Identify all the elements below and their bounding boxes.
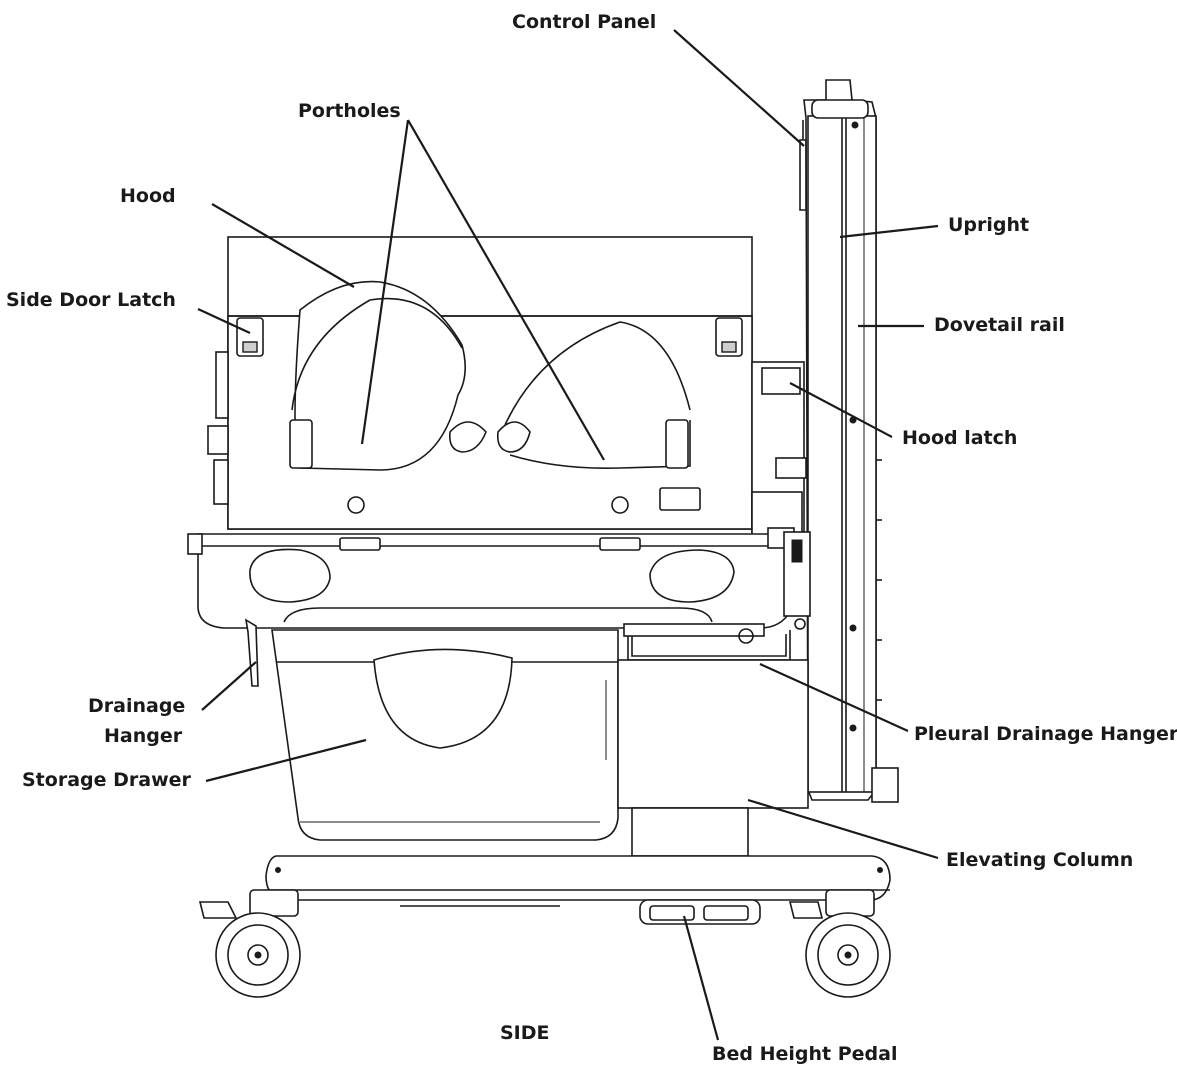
leader-pleural-drainage-hanger (759, 662, 909, 733)
control-panel (799, 120, 807, 211)
hood (207, 236, 753, 530)
label-pleural-drainage-hanger: Pleural Drainage Hanger (914, 723, 1177, 745)
pleural-drainage-hanger (623, 618, 806, 661)
leader-drainage-hanger (201, 661, 257, 711)
leader-lines (197, 29, 939, 1041)
leader-elevating-column (747, 798, 939, 860)
label-storage-drawer: Storage Drawer (22, 769, 191, 791)
storage-drawer (271, 629, 619, 841)
upright (803, 79, 877, 801)
drainage-hanger (244, 618, 259, 687)
label-hood: Hood (120, 185, 176, 207)
leader-porthole-right (407, 119, 605, 461)
label-side-view: SIDE (500, 1022, 550, 1044)
elevating-column (617, 659, 809, 857)
leader-hood-latch (789, 382, 893, 438)
label-elevating-column: Elevating Column (946, 849, 1134, 871)
label-control-panel: Control Panel (512, 11, 657, 33)
hood-latch (751, 361, 807, 549)
dovetail-rail (871, 459, 899, 803)
label-portholes: Portholes (298, 100, 401, 122)
right-caster (788, 889, 891, 998)
left-caster (198, 889, 301, 998)
leader-bed-height-pedal (682, 915, 720, 1041)
label-drainage-hanger-line2: Hanger (104, 725, 183, 747)
label-bed-height-pedal: Bed Height Pedal (712, 1043, 898, 1065)
leader-upright (839, 224, 939, 239)
label-upright: Upright (948, 214, 1030, 236)
label-drainage-hanger-line1: Drainage (88, 695, 186, 717)
label-dovetail-rail: Dovetail rail (934, 314, 1065, 336)
leader-porthole-left (360, 119, 410, 445)
leader-storage-drawer (205, 738, 367, 783)
tray-base (187, 527, 811, 629)
leader-control-panel (673, 29, 805, 147)
label-side-door-latch: Side Door Latch (6, 289, 176, 311)
leader-hood (211, 203, 355, 288)
leader-side-door-latch (197, 308, 251, 334)
label-hood-latch: Hood latch (902, 427, 1018, 449)
